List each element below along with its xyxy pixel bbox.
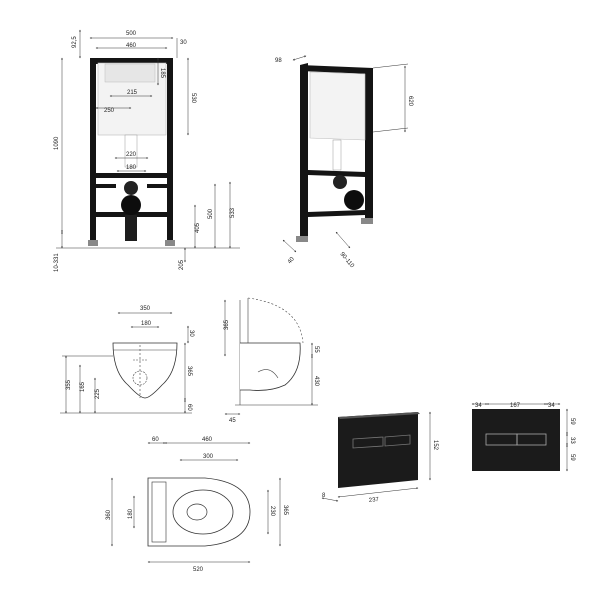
frame-front-view: 92,5 500 30 460 185 215 530 250 1090 220… bbox=[54, 29, 240, 272]
bowl-top-inner bbox=[172, 489, 234, 535]
dim-533: 533 bbox=[230, 207, 236, 218]
side-foot-right bbox=[361, 218, 373, 224]
bowl-side-view: 365 55 430 45 bbox=[224, 297, 319, 424]
dim-bowl-365: 365 bbox=[186, 366, 192, 377]
dim-bowl-355: 355 bbox=[66, 379, 72, 390]
side-flush-pipe bbox=[332, 139, 342, 171]
dim-92-5: 92,5 bbox=[72, 36, 78, 48]
dim-plate-167: 167 bbox=[510, 403, 521, 409]
frame-side-view: 98 620 40 90-110 bbox=[275, 55, 413, 270]
bowl-top-view: 60 460 300 360 180 230 365 520 bbox=[106, 437, 288, 573]
dim-side-45: 45 bbox=[229, 418, 236, 424]
dim-250: 250 bbox=[104, 108, 115, 114]
dim-bowl-225: 225 bbox=[95, 388, 101, 399]
bowl-side-body bbox=[240, 342, 301, 391]
side-inlet bbox=[333, 175, 347, 189]
dim-90-110: 90-110 bbox=[338, 251, 355, 269]
side-cistern-tank bbox=[309, 71, 366, 141]
dim-500: 500 bbox=[126, 31, 137, 37]
dim-215: 215 bbox=[127, 90, 138, 96]
plate-persp-button-left bbox=[352, 436, 384, 449]
dim-1090: 1090 bbox=[54, 136, 60, 150]
dim-top-300: 300 bbox=[203, 454, 214, 460]
plate-front-face bbox=[472, 409, 560, 471]
dim-10-331: 10-331 bbox=[54, 253, 60, 272]
frame-right-post bbox=[167, 58, 173, 240]
side-left-post bbox=[300, 63, 308, 238]
flush-plate-perspective: 152 237 8 bbox=[321, 411, 438, 504]
dim-plate-237: 237 bbox=[369, 497, 380, 504]
dim-side-430: 430 bbox=[313, 376, 319, 387]
lid-swing-arc bbox=[247, 297, 304, 344]
dim-205: 205 bbox=[179, 259, 185, 270]
frame-top-bar bbox=[90, 58, 173, 64]
dim-405: 405 bbox=[195, 222, 201, 233]
dim-plate-34a: 34 bbox=[475, 403, 482, 409]
plate-persp-edge bbox=[338, 412, 420, 419]
dim-40: 40 bbox=[287, 256, 296, 265]
dim-bowl-30: 30 bbox=[188, 330, 194, 337]
side-top-bar bbox=[300, 65, 373, 74]
side-foot-left bbox=[296, 236, 308, 242]
bracket-left bbox=[96, 184, 116, 188]
dim-plate-8: 8 bbox=[322, 493, 326, 499]
dim-plate-59b: 59 bbox=[569, 454, 575, 461]
dim-500b: 500 bbox=[208, 208, 214, 219]
foot-left bbox=[88, 240, 98, 246]
dim-side-365: 365 bbox=[224, 319, 230, 330]
flush-plate-front: 34 167 34 59 33 59 bbox=[471, 403, 575, 472]
side-low-bar bbox=[308, 210, 365, 217]
dim-top-230: 230 bbox=[269, 506, 275, 517]
frame-left-post bbox=[90, 58, 96, 240]
dim-620: 620 bbox=[407, 96, 413, 107]
dim-plate-33: 33 bbox=[569, 437, 575, 444]
dim-220: 220 bbox=[126, 152, 137, 158]
dim-top-180: 180 bbox=[128, 508, 134, 519]
foot-right bbox=[165, 240, 175, 246]
plate-persp-button-right bbox=[384, 434, 411, 447]
drain-pipe bbox=[125, 215, 137, 241]
dim-180: 180 bbox=[126, 165, 137, 171]
dim-top-360: 360 bbox=[106, 509, 112, 520]
drain-connector bbox=[121, 195, 141, 215]
dim-top-365: 365 bbox=[282, 505, 288, 516]
dim-98: 98 bbox=[275, 58, 282, 64]
flush-pipe bbox=[124, 134, 138, 168]
bowl-top-outer bbox=[147, 477, 251, 547]
dim-plate-152: 152 bbox=[432, 440, 438, 451]
bowl-front-view: 350 180 30 355 165 225 365 60 bbox=[60, 306, 194, 414]
water-inlet bbox=[124, 181, 138, 195]
dim-top-520: 520 bbox=[193, 567, 204, 573]
bowl-top-hinge bbox=[151, 481, 167, 543]
dim-top-460: 460 bbox=[202, 437, 213, 443]
bowl-front-body bbox=[112, 342, 178, 399]
dim-side-55: 55 bbox=[313, 346, 319, 353]
dim-plate-59a: 59 bbox=[569, 418, 575, 425]
dim-460: 460 bbox=[126, 43, 137, 49]
dim-top-60: 60 bbox=[152, 437, 159, 443]
dim-plate-34b: 34 bbox=[548, 403, 555, 409]
dim-185: 185 bbox=[159, 68, 165, 79]
dim-530: 530 bbox=[190, 93, 196, 104]
side-mid-bar bbox=[308, 170, 365, 177]
dim-bowl-165: 165 bbox=[80, 381, 86, 392]
dim-bowl-60: 60 bbox=[186, 404, 192, 411]
cistern-lid bbox=[104, 63, 156, 83]
bracket-right bbox=[147, 184, 167, 188]
dim-bowl-350: 350 bbox=[140, 306, 151, 312]
frame-mid-bar bbox=[96, 173, 167, 178]
dim-30: 30 bbox=[180, 40, 187, 46]
side-right-post bbox=[365, 68, 373, 220]
plate-front-button-right bbox=[516, 433, 547, 446]
dim-bowl-180: 180 bbox=[141, 321, 152, 327]
bowl-top-outlet bbox=[186, 503, 208, 521]
plate-persp-face bbox=[338, 412, 418, 488]
side-drain bbox=[344, 190, 364, 210]
